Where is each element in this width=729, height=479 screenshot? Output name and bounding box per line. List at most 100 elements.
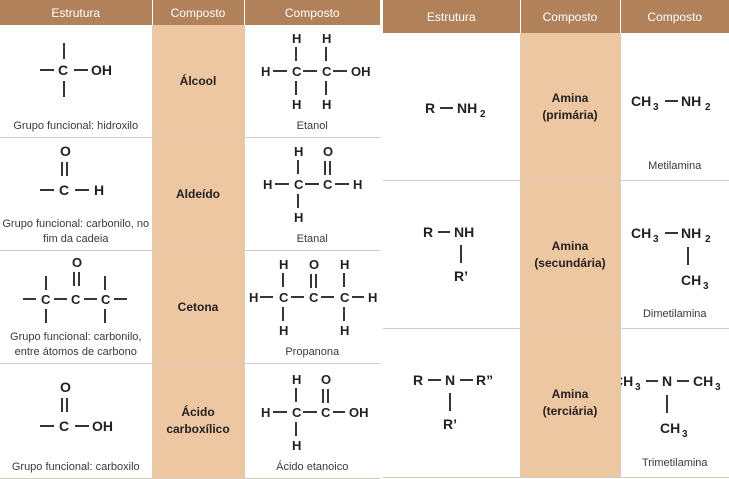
svg-text:C: C [101,292,111,307]
svg-text:H: H [294,144,303,159]
svg-text:R: R [425,100,435,116]
compound-cell: H H H C C OH H H Etanol [244,25,380,138]
svg-text:C: C [323,177,333,192]
class-cell: Álcool [152,25,244,138]
functional-group-label: Grupo funcional: carbonilo, no fim da ca… [0,217,152,247]
svg-text:CH: CH [660,420,680,436]
svg-text:2: 2 [480,109,486,120]
svg-text:NH: NH [681,93,701,109]
left-header-row: Estrutura Composto Composto [0,0,380,25]
svg-text:C: C [292,64,302,79]
trimethylamine-structure: CH 3 N CH 3 CH 3 [621,329,729,449]
amine-subclass: (primária) [521,107,620,124]
svg-text:CH: CH [631,225,651,241]
functional-group-label: Grupo funcional: carbonilo, entre átomos… [0,330,152,360]
svg-text:H: H [263,177,272,192]
svg-text:NH: NH [681,225,701,241]
svg-text:C: C [340,290,350,305]
svg-text:O: O [72,255,82,270]
structure-cell: C OH Grupo funcional: hidroxilo [0,25,152,138]
header-composto-example: Composto [620,0,729,33]
header-composto-class: Composto [152,0,244,25]
svg-text:3: 3 [715,382,721,393]
header-composto-class: Composto [520,0,620,33]
table-row: R N R” R’ Amina (terciária) CH 3 N CH 3 [383,329,729,478]
ethanal-structure: H O H C C H H [245,138,379,233]
svg-text:H: H [322,97,331,112]
svg-text:R”: R” [476,372,493,388]
svg-text:OH: OH [92,418,113,434]
svg-text:O: O [309,257,319,272]
svg-text:H: H [261,405,270,420]
svg-text:3: 3 [635,382,641,393]
svg-text:H: H [292,372,301,387]
svg-text:3: 3 [703,281,709,292]
svg-text:C: C [294,177,304,192]
class-cell: Amina (terciária) [520,329,620,478]
structure-cell: O C C C Grupo funcional: carbonilo, entr… [0,251,152,364]
svg-text:NH: NH [457,100,477,116]
svg-text:C: C [41,292,51,307]
functional-group-label: Grupo funcional: hidroxilo [0,119,152,134]
svg-text:3: 3 [682,429,688,440]
table-row: O C H Grupo funcional: carbonilo, no fim… [0,138,380,251]
svg-text:H: H [249,290,258,305]
tertiary-amine-structure: R N R” R’ [383,363,519,443]
table-row: O C C C Grupo funcional: carbonilo, entr… [0,251,380,364]
svg-text:N: N [445,372,455,388]
svg-text:CH: CH [693,373,713,389]
primary-amine-structure: R NH 2 [383,87,519,127]
svg-text:H: H [340,323,349,338]
compound-name: Ácido etanoico [245,460,381,475]
structure-cell: R NH 2 [383,33,520,181]
functional-group-label: Grupo funcional: carboxilo [0,460,152,475]
table-row: C OH Grupo funcional: hidroxilo Álcool H… [0,25,380,138]
compound-name: Etanal [245,232,381,247]
svg-text:OH: OH [349,405,369,420]
svg-text:3: 3 [653,102,659,113]
svg-text:O: O [323,144,333,159]
ethanol-structure: H H H C C OH H H [245,25,379,120]
amine-class: Amina [521,90,620,107]
svg-text:H: H [94,182,104,198]
svg-text:C: C [71,292,81,307]
carbonyl-internal-structure: O C C C [1,251,151,329]
dimethylamine-structure: CH 3 NH 2 CH 3 [621,181,729,301]
header-composto-example: Composto [244,0,380,25]
svg-text:R’: R’ [443,416,457,432]
svg-text:O: O [60,143,71,159]
carbonyl-end-structure: O C H [1,138,151,208]
svg-text:H: H [279,257,288,272]
amine-subclass: (secundária) [521,255,620,272]
svg-text:H: H [340,257,349,272]
svg-text:O: O [60,379,71,395]
compound-name: Metilamina [621,159,729,174]
secondary-amine-structure: R NH R’ [383,215,519,295]
compound-name: Etanol [245,119,381,134]
table-row: O C OH Grupo funcional: carboxilo Ácido … [0,364,380,479]
compound-cell: CH 3 NH 2 Metilamina [620,33,729,181]
carboxyl-structure: O C OH [1,364,151,444]
class-cell: Amina (secundária) [520,181,620,329]
svg-text:3: 3 [653,234,659,245]
methylamine-structure: CH 3 NH 2 [621,33,729,133]
hydroxyl-structure: C OH [1,25,151,115]
svg-text:H: H [322,31,331,46]
svg-text:OH: OH [351,64,371,79]
svg-text:C: C [58,62,68,78]
amine-subclass: (terciária) [521,403,620,420]
structure-cell: O C H Grupo funcional: carbonilo, no fim… [0,138,152,251]
svg-text:OH: OH [91,62,112,78]
compound-cell: H O H C C H H Etanal [244,138,380,251]
header-estrutura: Estrutura [0,0,152,25]
compound-cell: H O H C C OH H Ácido etanoico [244,364,380,479]
class-cell: Aldeído [152,138,244,251]
svg-text:CH: CH [621,373,633,389]
compound-cell: CH 3 N CH 3 CH 3 Trimetilamina [620,329,729,478]
class-cell: Ácido carboxílico [152,364,244,479]
class-cell: Amina (primária) [520,33,620,181]
right-header-row: Estrutura Composto Composto [383,0,729,33]
left-table: Estrutura Composto Composto C OH Grupo f… [0,0,380,479]
compound-cell: CH 3 NH 2 CH 3 Dimetilamina [620,181,729,329]
svg-text:NH: NH [454,224,474,240]
